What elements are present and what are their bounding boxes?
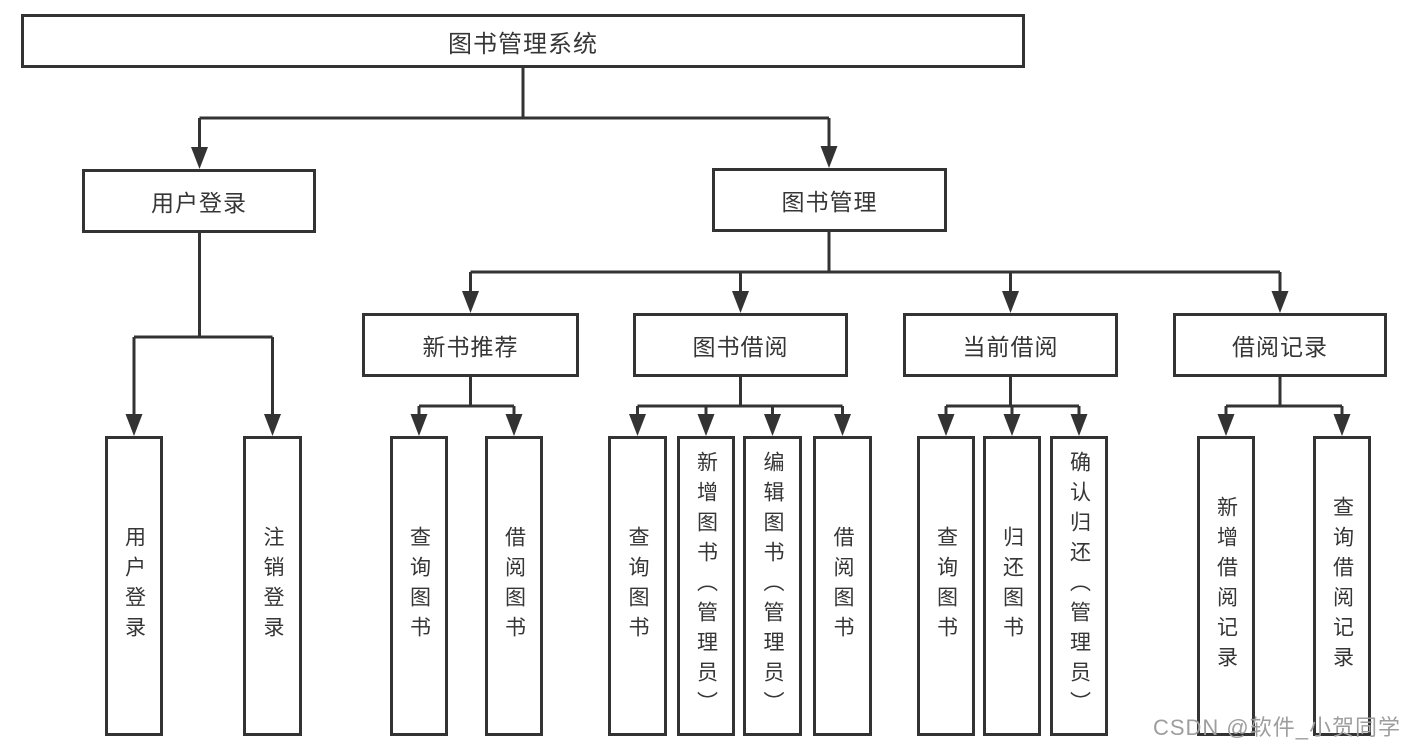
leaf-query-books-borrow-label: 查询图书	[626, 526, 649, 646]
node-borrowing-records: 借阅记录	[1173, 313, 1387, 377]
leaf-return-book-label: 归还图书	[1000, 526, 1024, 646]
leaf-query-books-borrow: 查询图书	[608, 436, 667, 736]
node-borrowing-records-label: 借阅记录	[1232, 334, 1328, 360]
leaf-add-book-admin: 新增图书（管理员）	[677, 436, 735, 736]
node-book-management: 图书管理	[712, 168, 947, 232]
leaf-query-borrow-record-label: 查询借阅记录	[1330, 496, 1354, 676]
leaf-borrow-books-recommend-label: 借阅图书	[502, 526, 526, 646]
leaf-logout: 注销登录	[243, 436, 302, 736]
node-user-login-group: 用户登录	[82, 169, 316, 233]
leaf-edit-book-admin-label: 编辑图书（管理员）	[761, 451, 784, 721]
arrowheads	[125, 146, 1351, 436]
leaf-user-login: 用户登录	[105, 436, 163, 736]
leaf-add-book-admin-label: 新增图书（管理员）	[694, 451, 718, 721]
leaf-return-book: 归还图书	[983, 436, 1041, 736]
csdn-watermark: CSDN @软件_小贺同学	[1152, 715, 1401, 740]
leaf-query-books-recommend: 查询图书	[390, 436, 448, 736]
node-current-borrowing-label: 当前借阅	[962, 334, 1059, 360]
node-new-book-recommendation-label: 新书推荐	[422, 334, 519, 360]
node-current-borrowing: 当前借阅	[903, 313, 1118, 377]
leaf-query-books-current: 查询图书	[917, 436, 975, 736]
node-book-borrowing-label: 图书借阅	[692, 334, 789, 360]
node-root-label: 图书管理系统	[448, 30, 598, 58]
leaf-query-books-current-label: 查询图书	[934, 526, 958, 646]
node-new-book-recommendation: 新书推荐	[362, 313, 579, 377]
leaf-borrow-books-label: 借阅图书	[831, 526, 854, 646]
leaf-add-borrow-record: 新增借阅记录	[1197, 436, 1255, 736]
leaf-confirm-return-admin-label: 确认归还（管理员）	[1067, 451, 1091, 721]
node-user-login-group-label: 用户登录	[151, 190, 247, 216]
leaf-borrow-books-recommend: 借阅图书	[485, 436, 543, 736]
node-root: 图书管理系统	[21, 14, 1025, 68]
leaf-logout-label: 注销登录	[261, 526, 284, 646]
leaf-edit-book-admin: 编辑图书（管理员）	[743, 436, 802, 736]
leaf-query-borrow-record: 查询借阅记录	[1313, 436, 1371, 736]
leaf-borrow-books: 借阅图书	[813, 436, 872, 736]
node-book-borrowing: 图书借阅	[633, 313, 848, 377]
leaf-add-borrow-record-label: 新增借阅记录	[1214, 496, 1238, 676]
node-book-management-label: 图书管理	[781, 189, 878, 215]
leaf-user-login-label: 用户登录	[122, 526, 146, 646]
leaf-query-books-recommend-label: 查询图书	[407, 526, 431, 646]
leaf-confirm-return-admin: 确认归还（管理员）	[1050, 436, 1108, 736]
